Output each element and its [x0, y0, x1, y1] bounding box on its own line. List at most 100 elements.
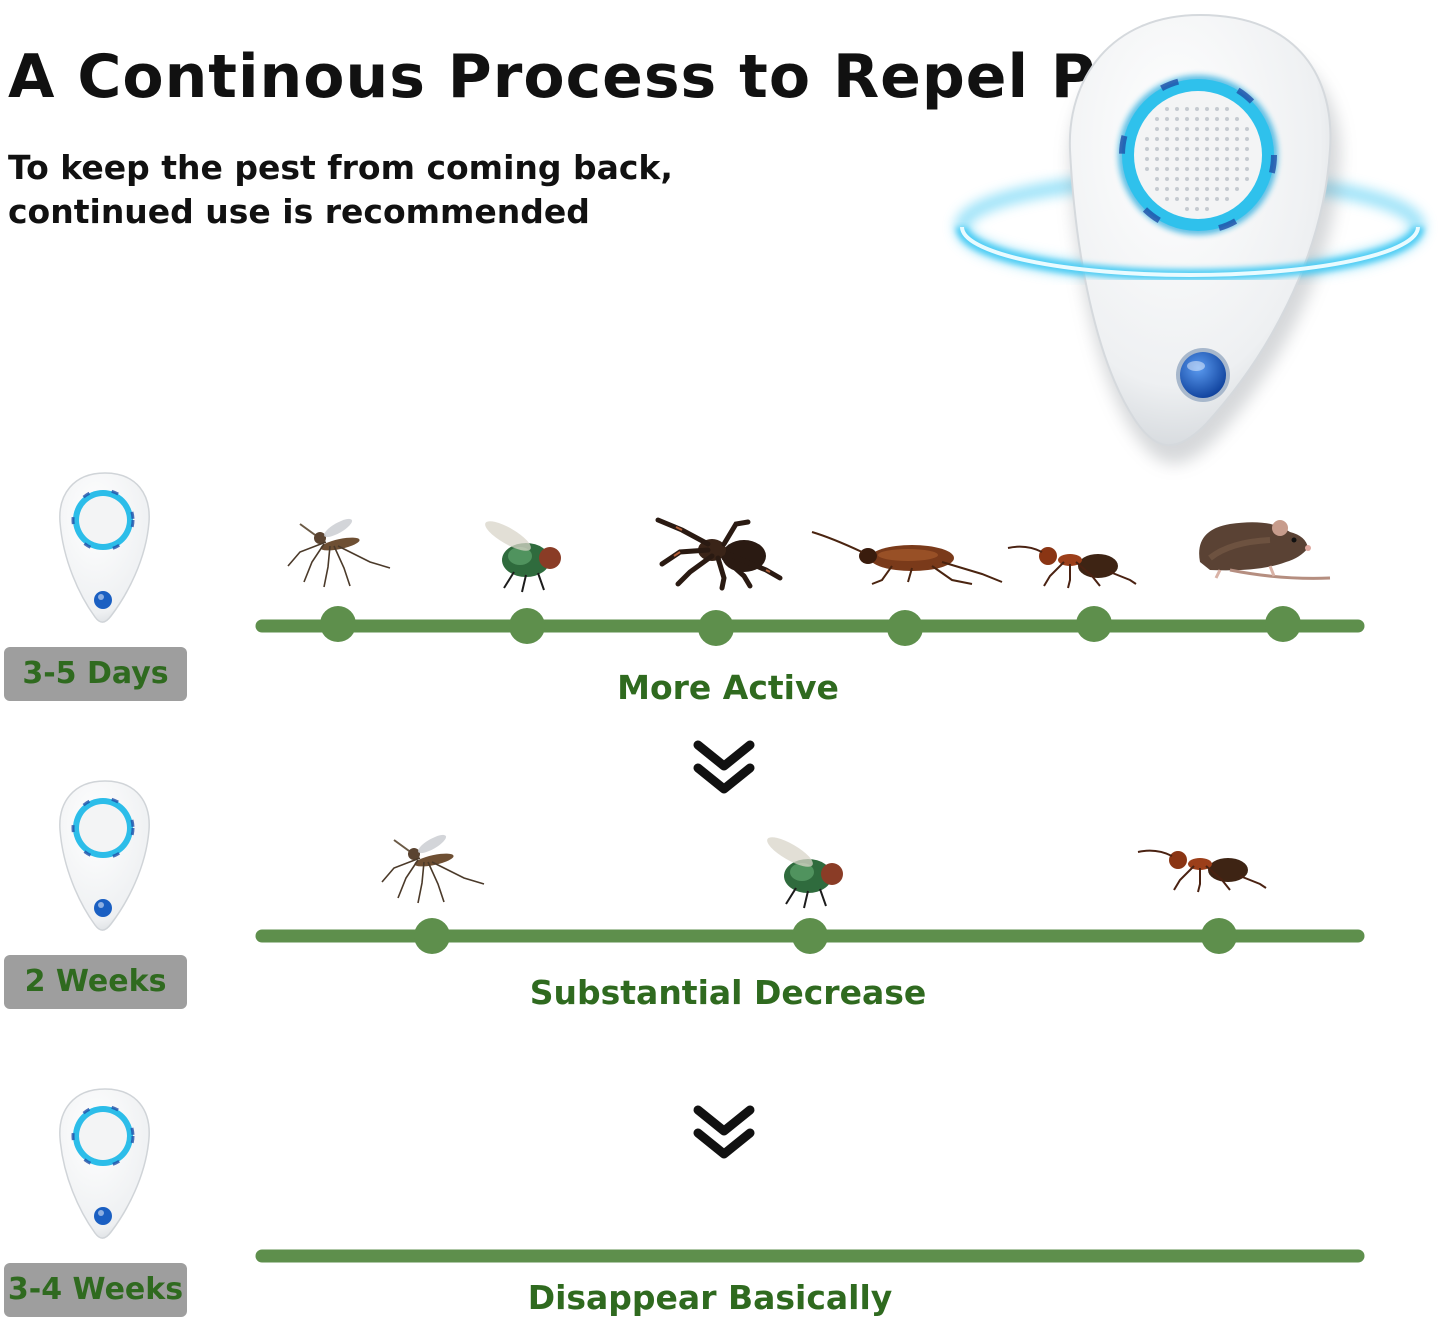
speaker-hole: [1195, 137, 1199, 141]
speaker-hole: [1215, 147, 1219, 151]
speaker-hole: [1195, 107, 1199, 111]
speaker-hole: [1165, 187, 1169, 191]
speaker-hole: [1175, 147, 1179, 151]
stage-label-more-active: More Active: [617, 668, 839, 707]
speaker-hole: [1215, 117, 1219, 121]
speaker-hole: [1245, 137, 1249, 141]
subtitle-line-2: continued use is recommended: [8, 192, 590, 231]
speaker-hole: [1175, 137, 1179, 141]
timeline-node: [320, 606, 356, 642]
speaker-hole: [1205, 107, 1209, 111]
speaker-hole: [1145, 137, 1149, 141]
repeller-device-large-image: [955, 13, 1425, 464]
speaker-hole: [1175, 107, 1179, 111]
speaker-hole: [1235, 147, 1239, 151]
speaker-hole: [1225, 157, 1229, 161]
speaker-hole: [1225, 137, 1229, 141]
speaker-hole: [1195, 147, 1199, 151]
speaker-hole: [1205, 167, 1209, 171]
speaker-hole: [1175, 117, 1179, 121]
speaker-hole: [1235, 137, 1239, 141]
speaker-hole: [1185, 137, 1189, 141]
speaker-hole: [1235, 167, 1239, 171]
speaker-hole: [1195, 197, 1199, 201]
speaker-hole: [1235, 117, 1239, 121]
speaker-hole: [1225, 127, 1229, 131]
speaker-hole: [1185, 207, 1189, 211]
stage-label-substantial-decrease: Substantial Decrease: [529, 973, 927, 1012]
speaker-hole: [1235, 187, 1239, 191]
speaker-hole: [1175, 177, 1179, 181]
speaker-hole: [1185, 167, 1189, 171]
speaker-hole: [1205, 207, 1209, 211]
timeline-node: [1076, 606, 1112, 642]
speaker-hole: [1195, 157, 1199, 161]
chevron-down-icon: [693, 740, 755, 794]
speaker-hole: [1185, 157, 1189, 161]
speaker-hole: [1195, 187, 1199, 191]
speaker-hole: [1185, 147, 1189, 151]
stage-badge-2-weeks: 2 Weeks: [4, 955, 187, 1009]
speaker-hole: [1235, 157, 1239, 161]
stage-badge-3-4-weeks: 3-4 Weeks: [4, 1263, 187, 1317]
speaker-hole: [1205, 177, 1209, 181]
speaker-hole: [1215, 107, 1219, 111]
speaker-hole: [1195, 177, 1199, 181]
speaker-hole: [1195, 117, 1199, 121]
speaker-hole: [1225, 167, 1229, 171]
speaker-hole: [1215, 167, 1219, 171]
speaker-hole: [1205, 127, 1209, 131]
pests-stage-2: [381, 830, 1267, 909]
speaker-hole: [1215, 157, 1219, 161]
speaker-hole: [1175, 127, 1179, 131]
speaker-hole: [1165, 197, 1169, 201]
speaker-hole: [1245, 157, 1249, 161]
mosquito-icon: [381, 830, 485, 904]
speaker-hole: [1155, 177, 1159, 181]
speaker-hole: [1225, 177, 1229, 181]
speaker-hole: [1205, 137, 1209, 141]
speaker-hole: [1175, 157, 1179, 161]
speaker-hole: [1145, 147, 1149, 151]
speaker-hole: [1225, 117, 1229, 121]
fly-icon: [762, 831, 844, 909]
timeline-node: [887, 610, 923, 646]
stage-label-disappear-basically: Disappear Basically: [527, 1278, 893, 1317]
speaker-hole: [1185, 107, 1189, 111]
speaker-hole: [1245, 167, 1249, 171]
speaker-hole: [1165, 147, 1169, 151]
chevron-down-icon: [693, 1105, 755, 1159]
stage-badge-3-5-days: 3-5 Days: [4, 647, 187, 701]
speaker-hole: [1245, 127, 1249, 131]
page-title: A Continous Process to Repel Pest: [8, 42, 1204, 112]
timeline-node: [509, 608, 545, 644]
speaker-hole: [1225, 107, 1229, 111]
timeline-node: [1265, 606, 1301, 642]
speaker-hole: [1225, 147, 1229, 151]
speaker-hole: [1155, 187, 1159, 191]
timeline-node: [1201, 918, 1237, 954]
speaker-hole: [1155, 117, 1159, 121]
speaker-hole: [1195, 167, 1199, 171]
speaker-hole: [1225, 187, 1229, 191]
speaker-hole: [1155, 157, 1159, 161]
speaker-hole: [1165, 127, 1169, 131]
speaker-hole: [1205, 187, 1209, 191]
page-subtitle: To keep the pest from coming back, conti…: [8, 146, 673, 234]
speaker-hole: [1235, 127, 1239, 131]
speaker-hole: [1185, 117, 1189, 121]
speaker-hole: [1205, 197, 1209, 201]
speaker-hole: [1215, 177, 1219, 181]
speaker-hole: [1155, 137, 1159, 141]
speaker-hole: [1175, 187, 1179, 191]
speaker-hole: [1215, 197, 1219, 201]
speaker-hole: [1175, 167, 1179, 171]
speaker-hole: [1185, 177, 1189, 181]
speaker-hole: [1185, 187, 1189, 191]
speaker-hole: [1185, 197, 1189, 201]
speaker-hole: [1195, 207, 1199, 211]
subtitle-line-1: To keep the pest from coming back,: [8, 148, 673, 187]
speaker-hole: [1215, 187, 1219, 191]
speaker-hole: [1155, 127, 1159, 131]
speaker-hole: [1145, 157, 1149, 161]
